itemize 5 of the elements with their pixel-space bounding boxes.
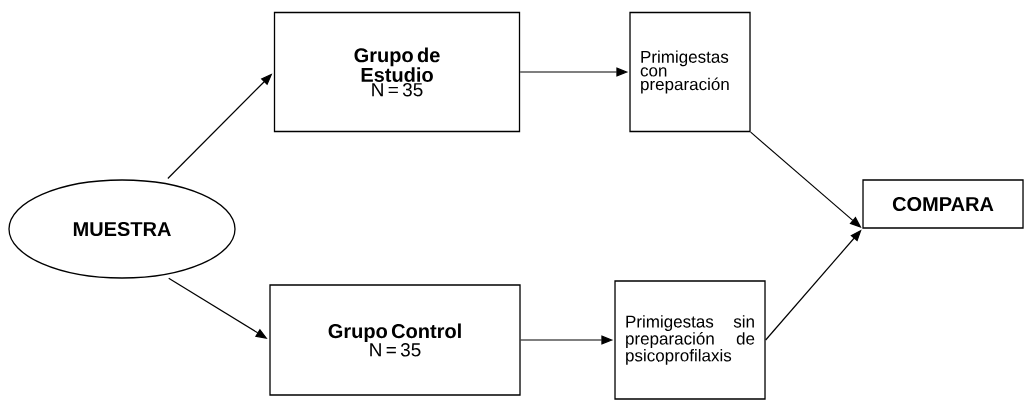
process-box: Grupo de Estudio N = 35 bbox=[273, 11, 521, 133]
process-box: COMPARA bbox=[862, 179, 1024, 229]
process-box: Primigestas sin preparación de psicoprofilaxis bbox=[614, 280, 766, 400]
process-box: Primigestas con preparación bbox=[629, 11, 751, 133]
process-box: Grupo Control N = 35 bbox=[269, 284, 521, 396]
